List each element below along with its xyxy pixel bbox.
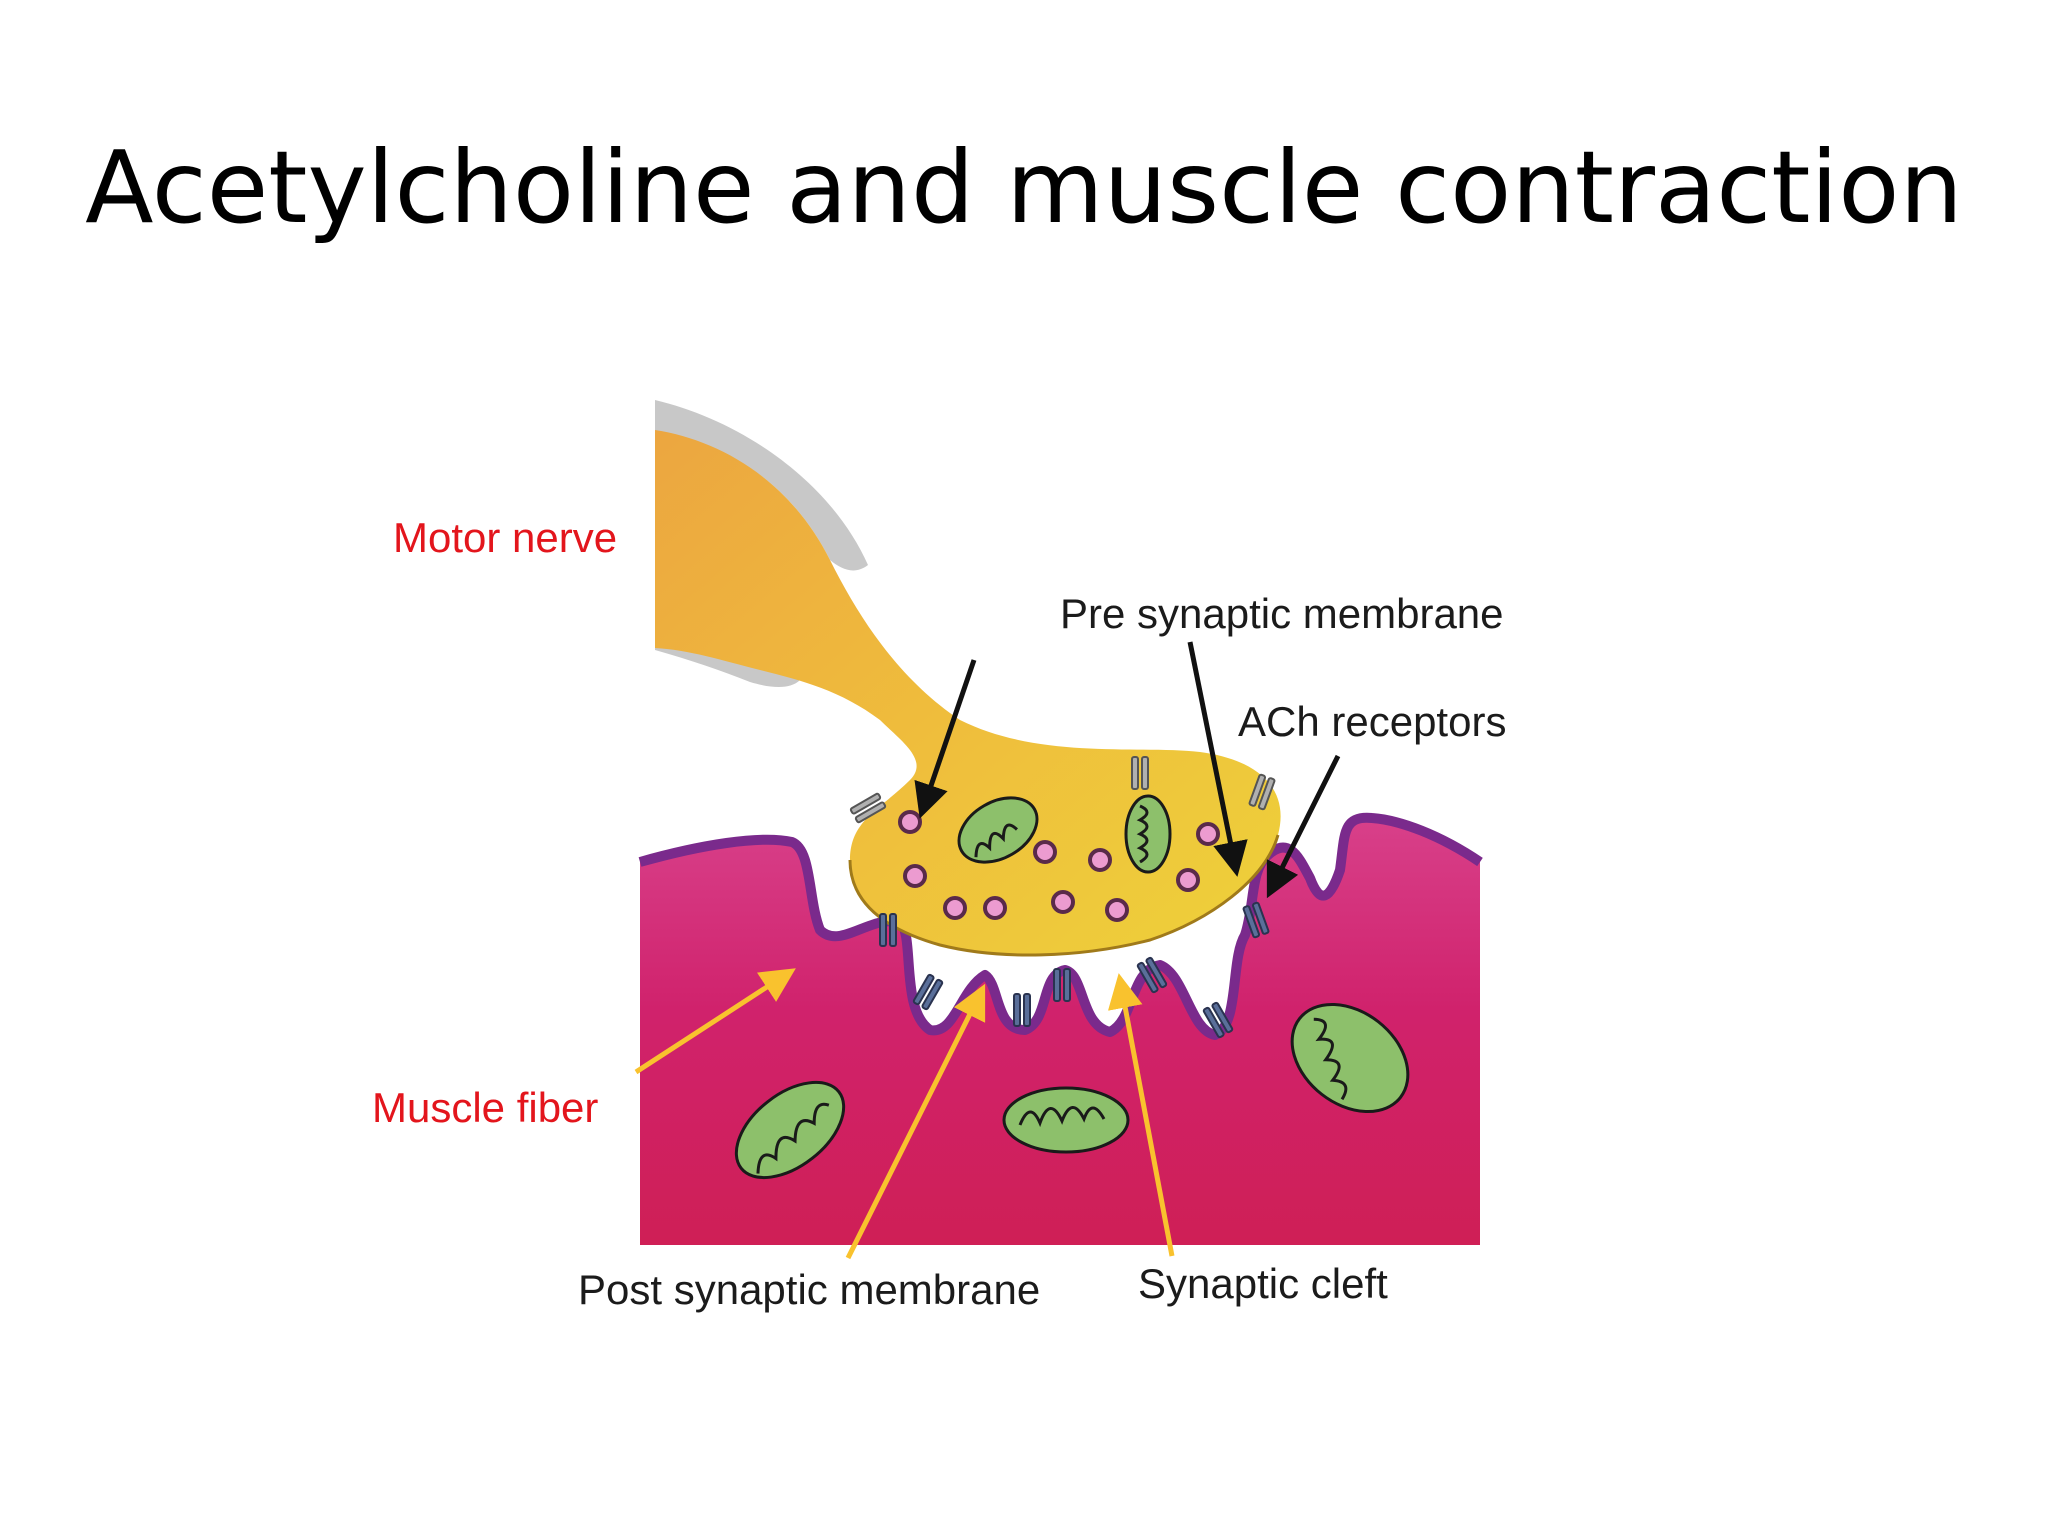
label-synaptic-cleft: Synaptic cleft bbox=[1138, 1260, 1388, 1307]
label-muscle-fiber: Muscle fiber bbox=[372, 1084, 598, 1131]
muscle-mitochondrion-right bbox=[1290, 1002, 1410, 1114]
nerve-mitochondrion-right bbox=[1124, 794, 1172, 874]
muscle-fiber bbox=[638, 812, 1483, 1245]
label-post-synaptic-membrane: Post synaptic membrane bbox=[578, 1266, 1040, 1313]
nerve-pointer-arrows bbox=[914, 641, 1341, 899]
label-ach-receptors: ACh receptors bbox=[1238, 698, 1506, 745]
label-pre-synaptic-membrane: Pre synaptic membrane bbox=[1060, 590, 1504, 637]
nerve-mitochondrion-left bbox=[957, 796, 1039, 864]
muscle-mitochondrion-left bbox=[734, 1080, 846, 1180]
muscle-pointer-arrows bbox=[634, 968, 1175, 1260]
label-motor-nerve: Motor nerve bbox=[393, 514, 617, 561]
presynaptic-receptors bbox=[849, 756, 1276, 824]
slide-title: Acetylcholine and muscle contraction bbox=[85, 129, 1963, 246]
ach-receptors bbox=[879, 901, 1270, 1039]
muscle-mitochondrion-center bbox=[1002, 1086, 1130, 1154]
